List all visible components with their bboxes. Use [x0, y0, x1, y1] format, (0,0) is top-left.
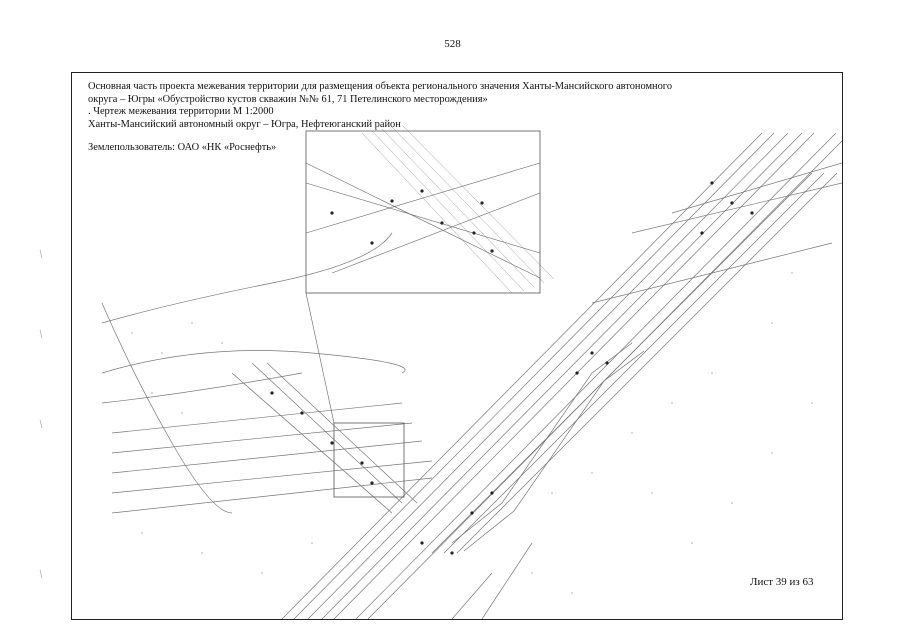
title-line-1: Основная часть проекта межевания террито…: [88, 81, 673, 92]
page-number: 528: [444, 38, 461, 50]
margin-marks: [39, 250, 43, 579]
title-line-4: Ханты-Мансийский автономный округ – Югра…: [88, 118, 401, 130]
title-line-2: округа – Югры «Обустройство кустов скваж…: [88, 93, 488, 105]
cadastral-map: [101, 124, 842, 619]
title-block: Основная часть проекта межевания террито…: [88, 81, 728, 131]
sheet-number: Лист 39 из 63: [748, 576, 816, 588]
land-user: Землепользователь: ОАО «НК «Роснефть»: [88, 142, 277, 153]
drawing-frame: Основная часть проекта межевания террито…: [71, 72, 843, 620]
title-line-3: . Чертеж межевания территории М 1:2000: [88, 106, 274, 118]
